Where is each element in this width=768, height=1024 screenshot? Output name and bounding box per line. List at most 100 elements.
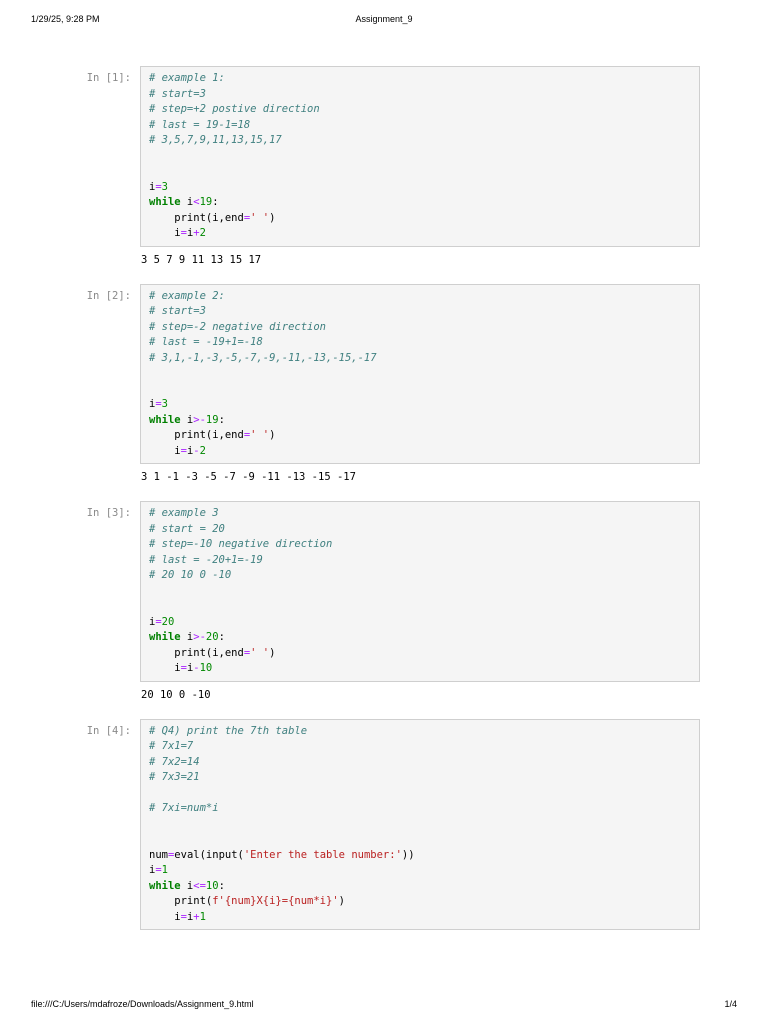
code-token-pl: num xyxy=(149,848,168,861)
code-token-op: + xyxy=(193,910,200,923)
code-token-op: >- xyxy=(193,631,206,643)
code-token-num: 20 xyxy=(161,615,175,628)
code-token-num: 19 xyxy=(205,413,219,426)
code-token-str: ' ' xyxy=(250,429,270,441)
code-token-kw: while xyxy=(149,879,181,892)
code-token-num: 1 xyxy=(199,910,206,923)
code-token-op: = xyxy=(155,398,162,410)
code-token-op: = xyxy=(155,615,162,628)
code-token-str: ' ' xyxy=(250,646,270,659)
code-token-pl: print(i,end xyxy=(149,429,244,441)
code-token-pl: : xyxy=(212,196,219,208)
code-token-num: 1 xyxy=(161,864,168,876)
code-token-op: = xyxy=(155,180,162,193)
code-token-op: = xyxy=(180,444,187,457)
code-token-pl: i xyxy=(186,910,194,923)
code-token-pl: i xyxy=(186,662,194,674)
code-token-pl: i xyxy=(180,196,194,208)
code-token-com: # example 3 xyxy=(149,507,219,519)
code-token-num: 3 xyxy=(161,398,168,410)
code-token-pl: input xyxy=(205,848,238,861)
code-token-com: # start=3 xyxy=(149,305,206,317)
code-editor: # example 2: # start=3 # step=-2 negativ… xyxy=(149,289,691,460)
code-token-com: # step=-2 negative direction xyxy=(149,320,327,333)
code-token-com: # Q4) print the 7th table xyxy=(149,724,308,737)
notebook: In [1]:# example 1: # start=3 # step=+2 … xyxy=(0,66,768,950)
print-footer: file:///C:/Users/mdafroze/Downloads/Assi… xyxy=(31,999,737,1009)
input-prompt: In [3]: xyxy=(86,507,131,519)
code-cell: # example 2: # start=3 # step=-2 negativ… xyxy=(140,283,700,464)
code-token-op: = xyxy=(243,211,251,224)
code-token-pl: ( xyxy=(199,848,206,861)
code-token-op: = xyxy=(167,848,175,861)
code-token-op: <= xyxy=(193,879,206,892)
code-token-pl: i xyxy=(149,227,181,239)
code-token-op: = xyxy=(180,227,187,239)
code-token-com: # start=3 xyxy=(149,87,206,100)
code-token-com: # example 2: xyxy=(149,289,225,302)
cell-block: In [1]:# example 1: # start=3 # step=+2 … xyxy=(0,66,768,268)
code-token-pl: i xyxy=(180,879,194,892)
code-token-com: # step=+2 postive direction xyxy=(149,103,320,115)
code-token-com: # 3,1,-1,-3,-5,-7,-9,-11,-13,-15,-17 xyxy=(149,351,377,364)
code-token-op: - xyxy=(193,444,200,457)
code-token-pl: ) xyxy=(269,646,276,659)
code-token-com: # last = -19+1=-18 xyxy=(149,336,263,348)
code-token-pl: print(i,end xyxy=(149,646,244,659)
code-editor: # example 1: # start=3 # step=+2 postive… xyxy=(149,71,691,242)
code-editor: # example 3 # start = 20 # step=-10 nega… xyxy=(149,506,691,677)
input-prompt: In [4]: xyxy=(86,724,131,737)
code-token-pl: i xyxy=(149,864,156,876)
cell-gap xyxy=(0,930,768,950)
code-editor: # Q4) print the 7th table # 7x1=7 # 7x2=… xyxy=(149,724,691,926)
code-token-pl: : xyxy=(218,413,225,426)
code-token-pl: i xyxy=(149,910,181,923)
code-token-com: # 20 10 0 -10 xyxy=(149,569,232,581)
code-token-op: = xyxy=(243,429,251,441)
code-token-com: # start = 20 xyxy=(149,522,225,535)
file-path: file:///C:/Users/mdafroze/Downloads/Assi… xyxy=(31,999,254,1009)
code-token-com: # 7xi=num*i xyxy=(149,802,219,814)
code-token-pl: i xyxy=(186,227,194,239)
code-token-kw: while xyxy=(149,631,181,643)
code-token-pl: i xyxy=(180,631,194,643)
code-token-com: # 7x3=21 xyxy=(149,771,200,783)
cell-output: 20 10 0 -10 xyxy=(141,688,211,701)
code-token-pl: eval xyxy=(174,848,200,861)
code-token-op: = xyxy=(155,864,162,876)
code-token-kw: while xyxy=(149,413,181,426)
code-token-str: f'{num}X{i}={num*i}' xyxy=(212,895,339,907)
code-token-op: < xyxy=(193,196,200,208)
code-token-op: >- xyxy=(193,413,206,426)
code-token-op: = xyxy=(180,910,187,923)
code-token-pl: ) xyxy=(269,429,276,441)
code-token-pl: i xyxy=(180,413,194,426)
code-token-op: = xyxy=(180,662,187,674)
code-token-pl: : xyxy=(218,879,225,892)
code-token-com: # example 1: xyxy=(149,72,225,84)
code-cell: # example 3 # start = 20 # step=-10 nega… xyxy=(140,501,700,682)
code-token-num: 10 xyxy=(199,662,213,674)
code-token-com: # 7x1=7 xyxy=(149,740,194,752)
code-token-com: # 7x2=14 xyxy=(149,755,200,768)
code-token-kw: while xyxy=(149,196,181,208)
code-token-num: 10 xyxy=(205,879,219,892)
code-token-com: # last = 19-1=18 xyxy=(149,118,251,131)
code-token-pl: i xyxy=(149,398,156,410)
code-token-num: 2 xyxy=(199,444,206,457)
cell-output: 3 5 7 9 11 13 15 17 xyxy=(141,253,262,266)
code-token-pl: : xyxy=(218,631,225,643)
code-token-com: # 3,5,7,9,11,13,15,17 xyxy=(149,134,282,146)
code-token-pl: print(i,end xyxy=(149,211,244,224)
code-token-num: 2 xyxy=(199,227,206,239)
code-token-pl: i xyxy=(149,662,181,674)
code-token-str: ' ' xyxy=(250,211,270,224)
code-token-com: # step=-10 negative direction xyxy=(149,538,333,550)
code-token-op: + xyxy=(193,227,200,239)
code-token-num: 20 xyxy=(205,631,219,643)
code-cell-row: In [1]:# example 1: # start=3 # step=+2 … xyxy=(31,66,700,247)
code-token-num: 3 xyxy=(161,180,168,193)
code-cell-row: In [2]:# example 2: # start=3 # step=-2 … xyxy=(31,283,700,464)
print-datetime: 1/29/25, 9:28 PM xyxy=(31,14,100,24)
code-token-pl: i xyxy=(149,615,156,628)
